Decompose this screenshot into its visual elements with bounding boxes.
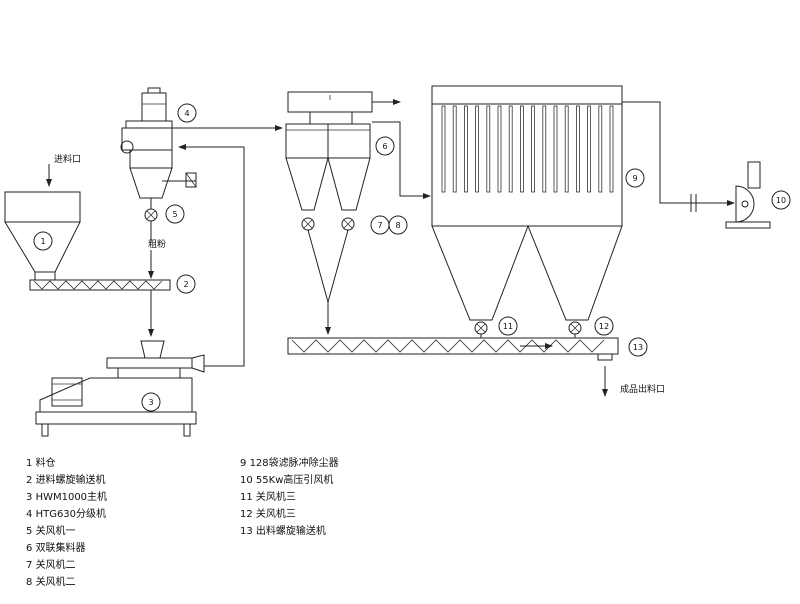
callout-circle bbox=[628, 337, 648, 357]
filter-bag bbox=[452, 105, 457, 193]
legend-item: 12 关风机三 bbox=[240, 507, 296, 520]
filter-bag bbox=[508, 105, 513, 193]
callout-label: 7 bbox=[377, 221, 382, 230]
callout-circle bbox=[771, 190, 791, 210]
callout-circle bbox=[388, 215, 408, 235]
legend-item: 13 出料螺旋输送机 bbox=[240, 524, 326, 537]
bag-filter bbox=[431, 85, 623, 335]
callout-circle bbox=[177, 103, 197, 123]
collector-to-filter-duct bbox=[372, 121, 431, 199]
legend-item: 11 关风机三 bbox=[240, 490, 296, 503]
filter-bag bbox=[520, 105, 524, 193]
legend-item: 9 128袋滤脉冲除尘器 bbox=[240, 456, 339, 469]
callout-label: 2 bbox=[183, 280, 188, 289]
equipment-legend: 1 料仓 2 进料螺旋输送机 3 HWM1000主机 4 HTG630分级机 5… bbox=[26, 456, 339, 588]
legend-item: 6 双联集料器 bbox=[26, 541, 86, 554]
callout-circle bbox=[165, 204, 185, 224]
callout-label: 6 bbox=[382, 142, 387, 151]
legend-item: 2 进料螺旋输送机 bbox=[26, 473, 106, 486]
filter-bag bbox=[553, 105, 558, 193]
callout-circle bbox=[498, 316, 518, 336]
callout-label: 12 bbox=[599, 322, 609, 331]
callout-label: 13 bbox=[633, 343, 643, 352]
cyclone-collector bbox=[285, 91, 373, 303]
filter-bag bbox=[542, 105, 547, 193]
filter-bag bbox=[531, 105, 535, 193]
main-mill bbox=[35, 340, 205, 437]
draft-fan bbox=[725, 161, 771, 229]
callout-label: 9 bbox=[632, 174, 637, 183]
filter-bag bbox=[609, 105, 614, 193]
feed-inlet-label: 进料口 bbox=[54, 153, 81, 165]
legend-item: 1 料仓 bbox=[26, 456, 56, 469]
legend-item: 8 关风机二 bbox=[26, 575, 76, 588]
legend-item: 4 HTG630分级机 bbox=[26, 507, 106, 520]
filter-bag bbox=[598, 105, 603, 193]
filter-bag bbox=[497, 105, 502, 193]
classifier-assembly bbox=[120, 87, 197, 222]
filter-bag bbox=[576, 105, 580, 193]
filter-bag bbox=[564, 105, 569, 193]
discharge-screw-conveyor bbox=[287, 337, 619, 361]
callout-markers: 1 2 3 4 5 6 7 8 9 10 11 12 13 bbox=[33, 103, 791, 412]
callout-circle bbox=[176, 274, 196, 294]
callout-label: 11 bbox=[503, 322, 513, 331]
filter-to-fan-duct bbox=[622, 101, 735, 206]
mill-to-classifier-duct bbox=[178, 144, 245, 367]
callout-circle bbox=[594, 316, 614, 336]
filter-bag bbox=[486, 105, 491, 193]
filter-bag bbox=[475, 105, 480, 193]
legend-item: 7 关风机二 bbox=[26, 558, 76, 571]
filter-bag bbox=[587, 105, 591, 193]
callout-circle bbox=[375, 136, 395, 156]
mill-motor bbox=[51, 377, 83, 407]
callout-label: 4 bbox=[184, 109, 189, 118]
callout-circle bbox=[33, 231, 53, 251]
classifier-motor bbox=[141, 92, 167, 122]
callout-label: 8 bbox=[395, 221, 400, 230]
callout-label: 10 bbox=[776, 196, 786, 205]
callout-label: 3 bbox=[148, 398, 153, 407]
legend-item: 3 HWM1000主机 bbox=[26, 490, 107, 503]
callout-label: 5 bbox=[172, 210, 177, 219]
feed-screw-conveyor bbox=[29, 279, 171, 291]
callout-circle bbox=[625, 168, 645, 188]
filter-bag bbox=[463, 105, 468, 193]
coarse-powder-label: 粗粉 bbox=[148, 238, 166, 250]
filter-bag bbox=[441, 105, 446, 193]
filter-bags bbox=[441, 105, 614, 193]
feed-hopper bbox=[4, 191, 81, 281]
legend-item: 10 55Kw高压引风机 bbox=[240, 473, 333, 486]
product-outlet-label: 成品出料口 bbox=[620, 383, 665, 395]
legend-item: 5 关风机一 bbox=[26, 524, 76, 537]
callout-circle bbox=[141, 392, 161, 412]
callout-label: 1 bbox=[40, 237, 45, 246]
